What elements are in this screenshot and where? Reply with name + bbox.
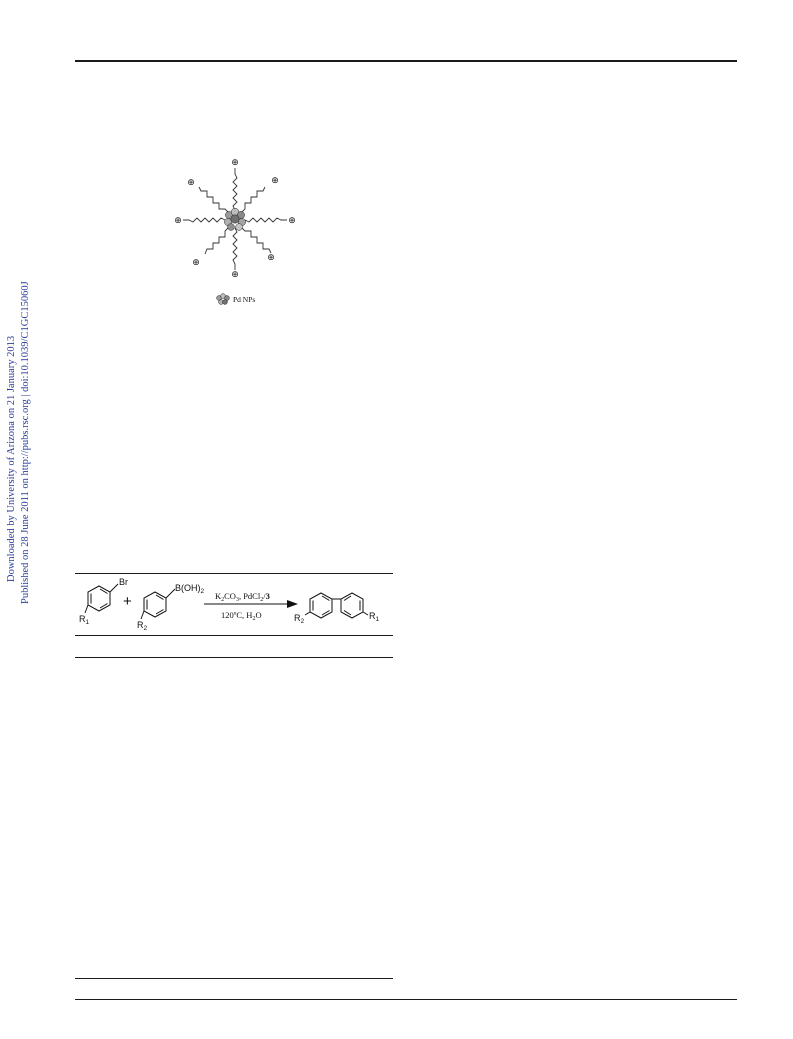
reactant-aryl-bromide-ring <box>84 583 119 614</box>
product-biaryl <box>304 592 369 619</box>
reaction-conditions-reagents: K2CO3, PdCl2/3 <box>215 591 270 603</box>
scheme-mid-rule <box>75 635 393 636</box>
head-group-right: ⊕ <box>288 216 296 226</box>
head-group-upper-right: ⊕ <box>271 176 279 186</box>
head-group-bottom: ⊕ <box>231 270 239 280</box>
download-watermark: Downloaded by University of Arizona on 2… <box>0 0 40 1039</box>
r1-label-reactant: R1 <box>79 614 90 626</box>
micelle-diagram: ⊕ ⊕ ⊕ ⊕ ⊕ ⊕ ⊕ ⊕ Pd NPs <box>174 158 296 305</box>
head-group-left: ⊕ <box>174 216 182 226</box>
watermark-publication-line[interactable]: Published on 28 June 2011 on http://pubs… <box>20 281 31 604</box>
column-footer-rule <box>75 978 393 979</box>
reaction-conditions-temperature: 120ºC, H2O <box>221 610 262 622</box>
reaction-scheme: Br R1 + B(OH)2 R2 K2CO3, PdCl2/3 120ºC, … <box>75 575 393 633</box>
scheme-top-rule <box>75 573 393 575</box>
r2-label-reactant: R2 <box>137 620 148 632</box>
bottom-rule <box>75 999 737 1001</box>
head-group-upper-left: ⊕ <box>187 178 195 188</box>
pd-nps-legend-symbol <box>216 293 230 305</box>
head-groups: ⊕ ⊕ ⊕ ⊕ ⊕ ⊕ ⊕ ⊕ <box>174 158 296 280</box>
pd-nps-legend-label: Pd NPs <box>233 295 255 304</box>
reaction-arrow-head <box>287 600 298 608</box>
watermark-download-line[interactable]: Downloaded by University of Arizona on 2… <box>6 335 17 582</box>
micelle-figure: ⊕ ⊕ ⊕ ⊕ ⊕ ⊕ ⊕ ⊕ Pd NPs <box>165 150 305 310</box>
head-group-lower-right: ⊕ <box>267 253 275 263</box>
r2-label-product: R2 <box>294 613 305 625</box>
boronic-acid-label: B(OH)2 <box>175 583 205 595</box>
reactant-boronic-acid-ring <box>140 588 176 620</box>
suzuki-coupling-scheme: Br R1 + B(OH)2 R2 K2CO3, PdCl2/3 120ºC, … <box>79 577 380 632</box>
scheme-low-rule <box>75 657 393 658</box>
head-group-top: ⊕ <box>231 158 239 168</box>
head-group-lower-left: ⊕ <box>192 258 200 268</box>
surfactant-chains <box>183 168 287 270</box>
bromo-label: Br <box>119 577 128 587</box>
top-rule <box>75 60 737 62</box>
r1-label-product: R1 <box>369 611 380 623</box>
plus-sign: + <box>123 593 132 610</box>
pd-nanoparticle-core <box>224 207 246 231</box>
